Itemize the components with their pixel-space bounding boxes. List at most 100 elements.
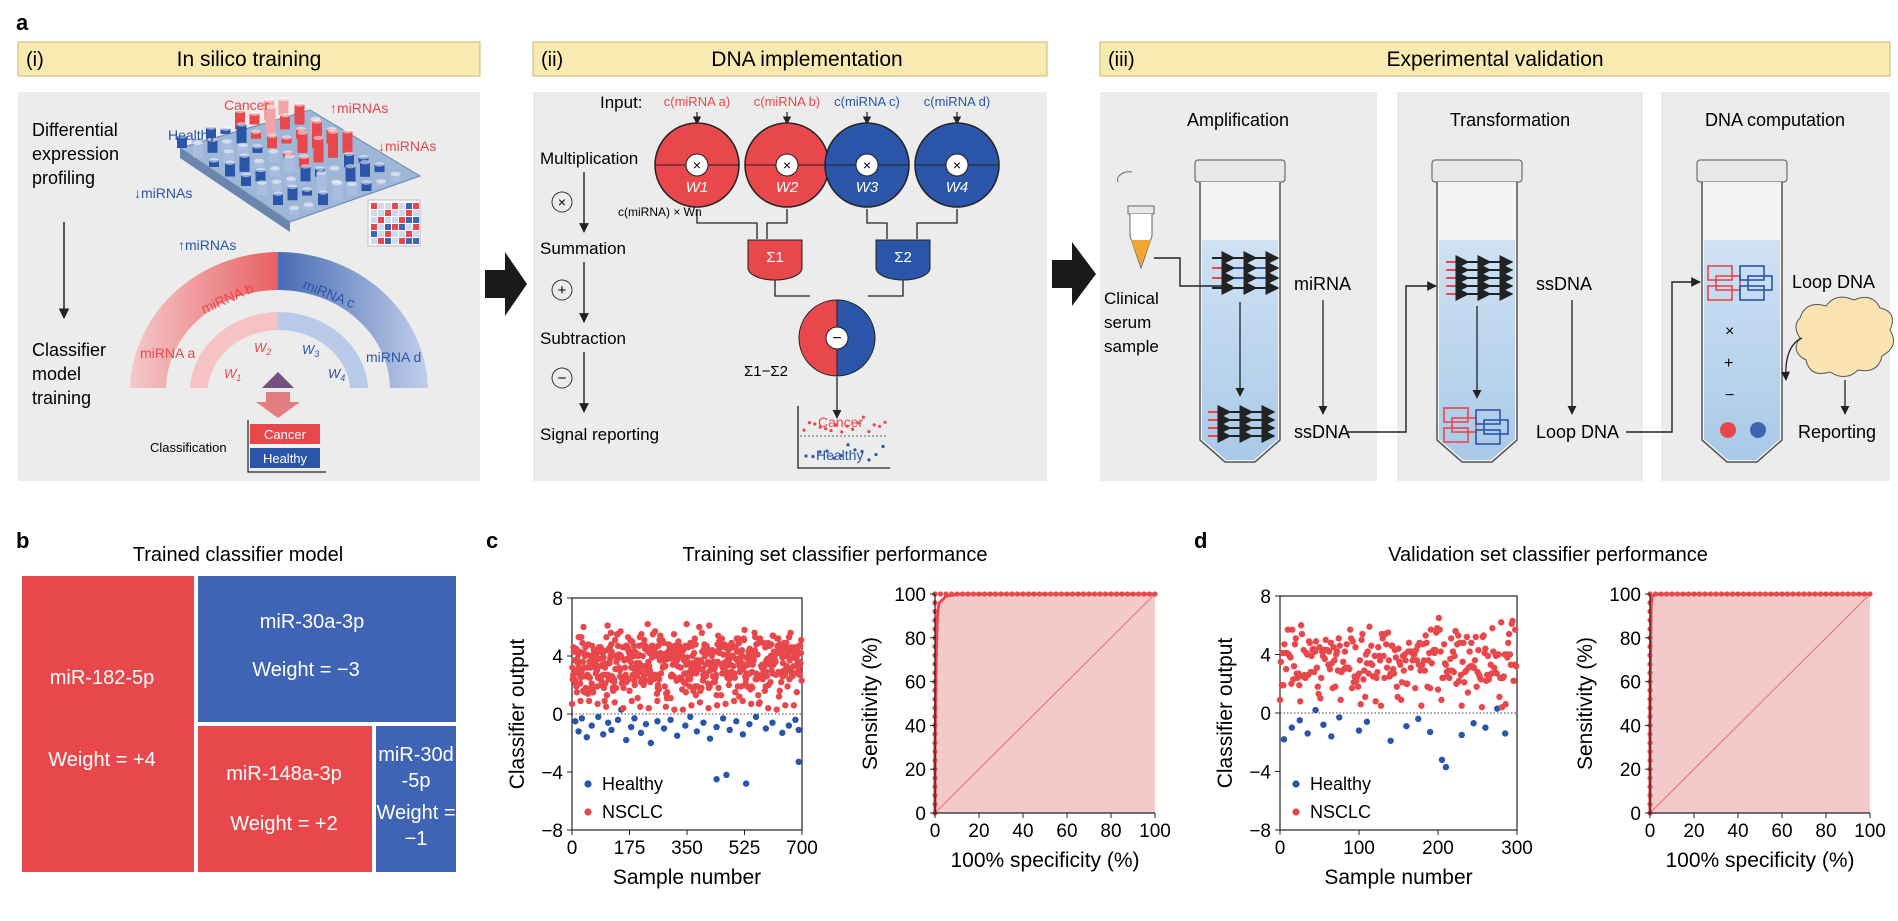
heatmap-cell xyxy=(413,224,419,230)
heatmap-cell xyxy=(385,238,391,244)
label-multiplication: Multiplication xyxy=(540,149,638,168)
mini-dot xyxy=(874,452,878,457)
c-scatter-point-nsclc xyxy=(611,636,619,644)
c-scatter-point-nsclc xyxy=(732,689,739,696)
d-scatter-point-nsclc xyxy=(1390,670,1398,677)
d-scatter-point-healthy xyxy=(1470,720,1477,727)
mini-dot xyxy=(861,415,866,419)
cylinder-top xyxy=(312,119,322,124)
heatmap-cell xyxy=(406,210,412,216)
d-scatter-point-nsclc xyxy=(1341,648,1349,655)
d-scatter-point-nsclc xyxy=(1470,664,1478,671)
cylinder-top xyxy=(294,102,305,107)
d-roc-curve-point xyxy=(1850,591,1857,597)
d-roc-curve-point xyxy=(1658,591,1664,597)
d-roc-ytick-label: 100 xyxy=(1609,585,1641,606)
heatmap-cell xyxy=(392,210,398,216)
label-up-mirnas-blue: ↑miRNAs xyxy=(178,237,236,253)
expression-cylinder xyxy=(209,160,219,167)
mini-plot-dots xyxy=(802,415,887,462)
c-scatter-point-nsclc xyxy=(783,639,790,647)
d-roc-curve-point xyxy=(1669,591,1675,597)
expression-cylinder xyxy=(193,142,203,158)
c-roc-curve-point xyxy=(1069,591,1076,597)
d-scatter-point-nsclc xyxy=(1333,648,1341,655)
c-scatter-point-nsclc xyxy=(747,700,755,708)
c-roc-ytick-label: 20 xyxy=(905,760,926,781)
c-scatter-point-nsclc xyxy=(698,684,705,692)
d-scatter-point-nsclc xyxy=(1437,648,1444,655)
c-roc-curve-point xyxy=(1047,591,1054,597)
c-scatter-point-nsclc xyxy=(677,664,684,671)
d-roc-xtick-label: 80 xyxy=(1815,821,1836,842)
d-scatter-point-nsclc xyxy=(1371,652,1379,660)
d-scatter-point-nsclc xyxy=(1473,683,1480,690)
c-scatter-point-nsclc xyxy=(717,691,725,699)
input-label-1: c(miRNA b) xyxy=(754,94,820,109)
cylinder-top xyxy=(347,181,357,186)
c-scatter-point-nsclc xyxy=(580,623,587,631)
c-scatter-point-nsclc xyxy=(738,647,746,654)
heatmap-cell xyxy=(406,238,412,244)
label-healthy: Healthy xyxy=(168,127,215,143)
c-roc-xtick-label: 100 xyxy=(1139,821,1171,842)
c-scatter-point-healthy xyxy=(792,716,799,723)
cylinder-top xyxy=(238,142,248,148)
label-w3: W3 xyxy=(302,342,319,359)
expression-cylinder xyxy=(332,182,343,201)
sum-node-1-label: Σ1 xyxy=(766,249,784,266)
d-scatter-point-nsclc xyxy=(1382,641,1390,648)
c-scatter-point-nsclc xyxy=(602,680,609,687)
d-roc-curve-point xyxy=(1652,591,1659,597)
d-scatter-ytick-label: 8 xyxy=(1260,587,1271,608)
section-iii-tag: (iii) xyxy=(1108,49,1135,71)
c-roc-curve-point xyxy=(1135,591,1142,597)
expression-cylinder xyxy=(374,164,385,173)
d-scatter-point-nsclc xyxy=(1482,645,1489,652)
c-scatter-point-nsclc xyxy=(775,693,783,700)
d-scatter-point-nsclc xyxy=(1471,657,1479,664)
heatmap-cell xyxy=(385,231,391,237)
d-scatter-point-nsclc xyxy=(1422,632,1429,639)
d-scatter-ytick-label: −4 xyxy=(1249,763,1271,784)
label-mirna: miRNA xyxy=(1294,274,1351,294)
expression-cylinder xyxy=(273,193,283,205)
treemap-label-mir-30d: miR-30d-5p xyxy=(378,744,454,792)
d-scatter-legend-nsclc: NSCLC xyxy=(1310,802,1371,822)
d-scatter-point-nsclc xyxy=(1361,693,1369,701)
mult-node-center xyxy=(855,153,879,177)
d-roc-curve-point xyxy=(1812,591,1818,597)
d-scatter-point-nsclc xyxy=(1347,626,1354,633)
mini-dot xyxy=(846,443,850,447)
heatmap-cell xyxy=(385,217,391,223)
d-roc-curve-point xyxy=(1817,591,1824,597)
c-scatter-xtick-label: 350 xyxy=(671,838,703,859)
c-scatter-point-nsclc xyxy=(768,641,775,648)
d-roc-curve-point xyxy=(1856,591,1862,597)
c-roc-curve-point xyxy=(1080,591,1087,597)
cylinder-top xyxy=(284,153,295,159)
mini-dot xyxy=(881,444,885,449)
cylinder-top xyxy=(177,133,187,139)
c-roc-curve-point xyxy=(937,591,944,597)
heatmap-cell xyxy=(371,217,377,223)
heatmap-cell xyxy=(406,224,412,230)
c-scatter-ytick-label: 4 xyxy=(552,647,563,668)
expression-cylinder xyxy=(390,173,401,182)
c-scatter-legend-healthy-marker xyxy=(584,780,592,788)
expression-cylinder xyxy=(252,146,263,153)
cylinder-top xyxy=(303,202,314,207)
treemap-weight-mir-148a: Weight = +2 xyxy=(230,813,337,835)
cylinder-top xyxy=(249,111,260,116)
label-w1: W1 xyxy=(224,366,241,383)
cylinder-top xyxy=(302,187,312,192)
heatmap-cell xyxy=(406,203,412,209)
d-roc-xtick-label: 20 xyxy=(1683,821,1704,842)
mini-dot xyxy=(860,449,864,454)
c-scatter-point-nsclc xyxy=(692,691,700,699)
d-scatter-point-nsclc xyxy=(1314,683,1321,690)
cylinder-top xyxy=(283,150,293,155)
cylinder-top xyxy=(278,96,289,102)
expression-cylinder xyxy=(255,170,266,182)
d-scatter-point-nsclc xyxy=(1442,661,1450,668)
